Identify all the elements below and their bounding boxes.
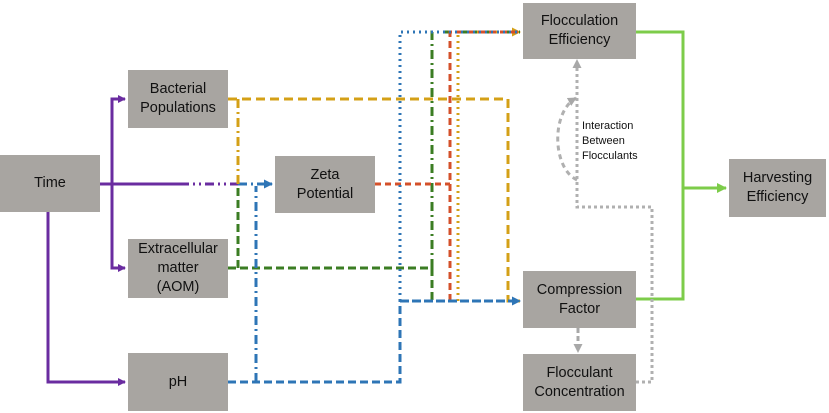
node-time-label: Time [34,175,66,191]
node-bacterial-populations-label: Bacterial Populations [140,81,216,116]
node-ph: pH [128,353,228,411]
node-ph-label: pH [168,373,188,390]
node-flocculation-efficiency-label: Flocculation Efficiency [540,13,619,48]
node-bacterial-populations: Bacterial Populations [128,70,228,128]
time-to-extracellular-arrow [110,184,126,272]
interaction-arc [556,96,578,182]
interaction-connectors [556,59,654,384]
node-zeta-potential: Zeta Potential [275,156,375,213]
zeta-connectors [375,30,520,301]
bacterial-to-flocculation [456,27,521,301]
node-flocculation-efficiency: Flocculation Efficiency [523,3,636,59]
output-connectors [636,30,727,301]
node-harvesting-efficiency: Harvesting Efficiency [729,159,826,217]
ph-to-flocculation [398,30,520,301]
node-harvesting-efficiency-label: Harvesting Efficiency [742,170,813,205]
concentration-feedback [572,59,654,384]
node-flocculant-concentration: Flocculant Concentration [523,354,636,411]
bacterial-connectors [228,27,521,303]
node-flocculant-concentration-label: Flocculant Concentration [534,364,625,400]
node-time: Time [0,155,100,212]
ph-connectors [228,30,521,384]
node-extracellular-matter: Extracellular matter (AOM) [128,239,228,298]
flocculation-to-harvesting [636,30,685,188]
time-to-ph-arrow [46,212,126,386]
node-zeta-potential-label: Zeta Potential [296,166,354,202]
node-compression-factor: Compression Factor [523,271,636,328]
extracellular-to-compression [228,266,434,301]
time-connectors [46,95,126,386]
node-compression-factor-label: Compression Factor [536,281,623,317]
compression-to-harvesting [636,188,685,301]
time-to-bacterial-arrow [100,95,126,186]
bacterial-to-compression [228,97,520,303]
interaction-annotation: Interaction Between Flocculants [582,120,638,162]
ph-to-compression [228,301,402,384]
node-extracellular-matter-label: Extracellular matter (AOM) [138,241,218,295]
